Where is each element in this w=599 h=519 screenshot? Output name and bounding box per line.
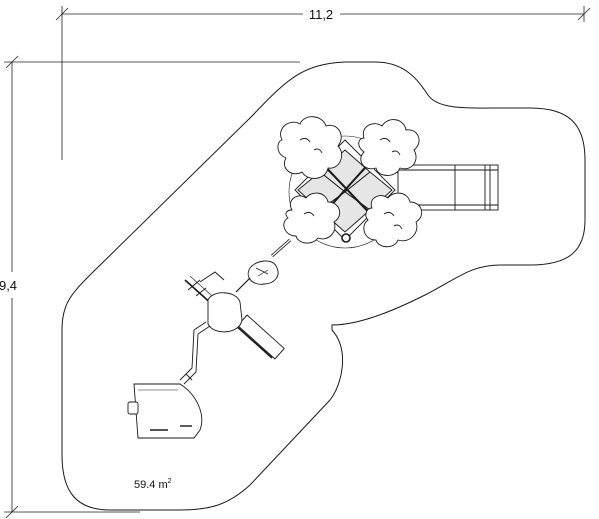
safety-area-outline [61,61,586,511]
area-unit-superscript: 2 [168,478,172,485]
height-dimension-label: 9,4 [0,278,17,293]
area-value: 59.4 m [134,479,168,491]
tree-icon [358,119,420,176]
climbing-ramp [179,321,211,391]
area-label: 59.4 m2 [134,478,172,491]
tree-icon [363,192,423,248]
dimension-lines [4,6,591,519]
play-panel-icon [127,383,203,439]
tower-icon [184,271,285,360]
tree-icon [277,116,342,179]
bridge-icon [235,238,291,293]
width-dimension-label: 11,2 [309,7,333,22]
tree-icon [283,192,341,244]
